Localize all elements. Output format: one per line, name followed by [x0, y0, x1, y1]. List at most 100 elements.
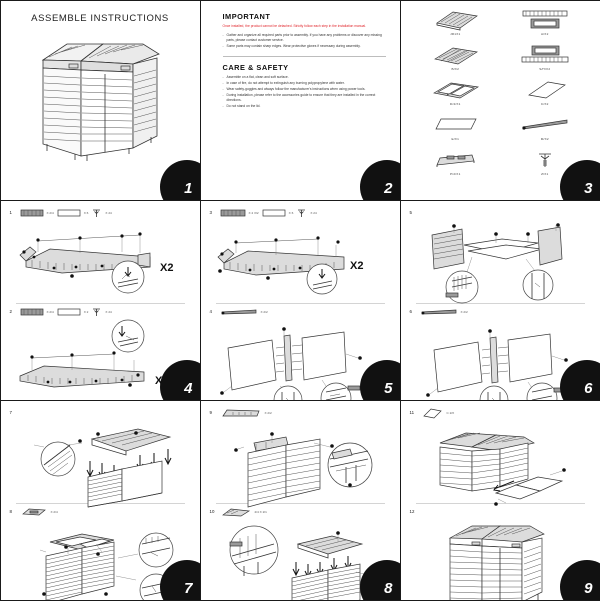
list-item: During installation, please refer to the…	[223, 93, 386, 103]
important-heading: IMPORTANT	[223, 12, 386, 21]
part-qty: X 2/4	[47, 310, 54, 314]
panel-steps-3-4: 3 X 4 /X2 X 6 X 24	[200, 200, 401, 401]
screw-icon	[92, 307, 101, 317]
list-item: Some parts may contain sharp edges. Wear…	[223, 44, 386, 49]
list-item: Assemble on a flat, clean and soft surfa…	[223, 75, 386, 80]
step-header: 1 X 2/4 X 6 X 24	[10, 207, 191, 219]
step-number: 7	[10, 410, 17, 415]
white-rail-part-icon	[58, 209, 80, 217]
list-item: Gather and organize all required parts p…	[223, 33, 386, 43]
part-qty: X 2/2	[265, 411, 272, 415]
part-qty: X 24	[105, 211, 111, 215]
panel-steps-5-6: 5	[400, 200, 600, 401]
page-badge-5: 5	[360, 360, 400, 400]
step-figure	[410, 219, 591, 301]
part-qty: X 2/2	[461, 310, 468, 314]
step-number: 4	[210, 309, 217, 314]
page-badge-9: 9	[560, 560, 600, 600]
step-figure	[10, 419, 191, 501]
step-figure: X2	[10, 219, 191, 301]
part-qty: X 2/4	[47, 211, 54, 215]
care-bullets: Assemble on a flat, clean and soft surfa…	[223, 75, 386, 110]
screw-icon	[92, 208, 101, 218]
step-header: 11 C 2/X	[410, 407, 591, 419]
step-header: 7	[10, 407, 191, 419]
important-bullets: Gather and organize all required parts p…	[223, 33, 386, 49]
part-code: M/X2	[541, 137, 549, 141]
list-item: In case of fire, do not attempt to extin…	[223, 81, 386, 86]
step-7: 7	[10, 407, 191, 501]
part-code: JR1X1	[450, 32, 460, 36]
panel-steps-7-8: 7	[0, 400, 201, 601]
page-title: ASSEMBLE INSTRUCTIONS	[1, 13, 200, 24]
dark-slat-part-icon	[21, 209, 43, 217]
part-code: C/X2	[541, 102, 549, 106]
part-item: S/H/X2	[502, 44, 588, 77]
part-item: E/X1	[413, 114, 499, 147]
step-number: 2	[10, 309, 17, 314]
step-header: 6 X 2/2	[410, 306, 591, 318]
part-item: C/X2	[502, 79, 588, 112]
page-badge-1: 1	[160, 160, 200, 200]
part-item: A/X2	[502, 9, 588, 42]
part-item: B/X2	[413, 44, 499, 77]
divider	[216, 303, 385, 304]
page-badge-2: 2	[360, 160, 400, 200]
step-header: 9 X 2/2	[210, 407, 391, 419]
step-header: 4 X 2/2	[210, 306, 391, 318]
panel-steps-11-12: 11 C 2/X	[400, 400, 600, 601]
step-11: 11 C 2/X	[410, 407, 591, 501]
divider	[16, 303, 185, 304]
part-qty: X 6	[84, 211, 89, 215]
care-heading: CARE & SAFETY	[223, 63, 386, 72]
step-number: 6	[410, 309, 417, 314]
panel-parts-list: JR1X1 A/X2 B/X2	[400, 0, 600, 201]
part-qty: X 24	[105, 310, 111, 314]
step-header: 3 X 4 /X2 X 6 X 24	[210, 207, 391, 219]
part-qty: X 2/2	[261, 310, 268, 314]
step-1: 1 X 2/4 X 6 X 24	[10, 207, 191, 301]
cover-illustration	[1, 24, 200, 164]
part-code: S/H/X2	[539, 67, 550, 71]
step-number: 5	[410, 210, 417, 215]
dark-slat-part-icon	[21, 308, 43, 316]
part-item: JR1X1	[413, 9, 499, 42]
page-badge-3: 3	[560, 160, 600, 200]
important-warning: Once installed, the product cannot be de…	[223, 24, 386, 29]
step-header: 5	[410, 207, 591, 219]
part-code: B/X2	[451, 67, 459, 71]
part-qty: X 2	[84, 310, 89, 314]
step-number: 3	[210, 210, 217, 215]
top-rail-part-icon	[221, 408, 261, 418]
part-qty: X 24	[310, 211, 316, 215]
part-item: P/2/X1	[413, 149, 499, 182]
svg-text:X2: X2	[160, 262, 173, 274]
list-item: Do not stand on the lid.	[223, 104, 386, 109]
step-number: 9	[210, 410, 217, 415]
step-figure: X2	[210, 219, 391, 301]
divider	[223, 56, 386, 57]
dark-slat-part-icon	[221, 209, 245, 217]
page-badge-4: 4	[160, 360, 200, 400]
panel-safety-text: IMPORTANT Once installed, the product ca…	[200, 0, 401, 201]
panel-steps-9-10: 9 X 2/2	[200, 400, 401, 601]
flat-plate-icon	[421, 407, 443, 419]
parts-grid: JR1X1 A/X2 B/X2	[401, 1, 600, 182]
part-qty: X 4 /X2	[249, 211, 259, 215]
step-number: 1	[10, 210, 17, 215]
white-rail-part-icon	[58, 308, 80, 316]
panel-steps-1-2: 1 X 2/4 X 6 X 24	[0, 200, 201, 401]
list-item: Wear safety-goggles and always follow th…	[223, 87, 386, 92]
part-code: D/4/X1	[450, 102, 461, 106]
step-figure	[410, 419, 591, 501]
white-rail-part-icon	[263, 209, 285, 217]
step-header: 2 X 2/4 X 2 X 24	[10, 306, 191, 318]
part-code: A/X2	[541, 32, 549, 36]
step-number: 11	[410, 410, 417, 415]
step-3: 3 X 4 /X2 X 6 X 24	[210, 207, 391, 301]
part-item: D/4/X1	[413, 79, 499, 112]
long-rod-icon	[221, 308, 257, 316]
step-figure	[210, 419, 391, 501]
part-code: E/X1	[451, 137, 459, 141]
